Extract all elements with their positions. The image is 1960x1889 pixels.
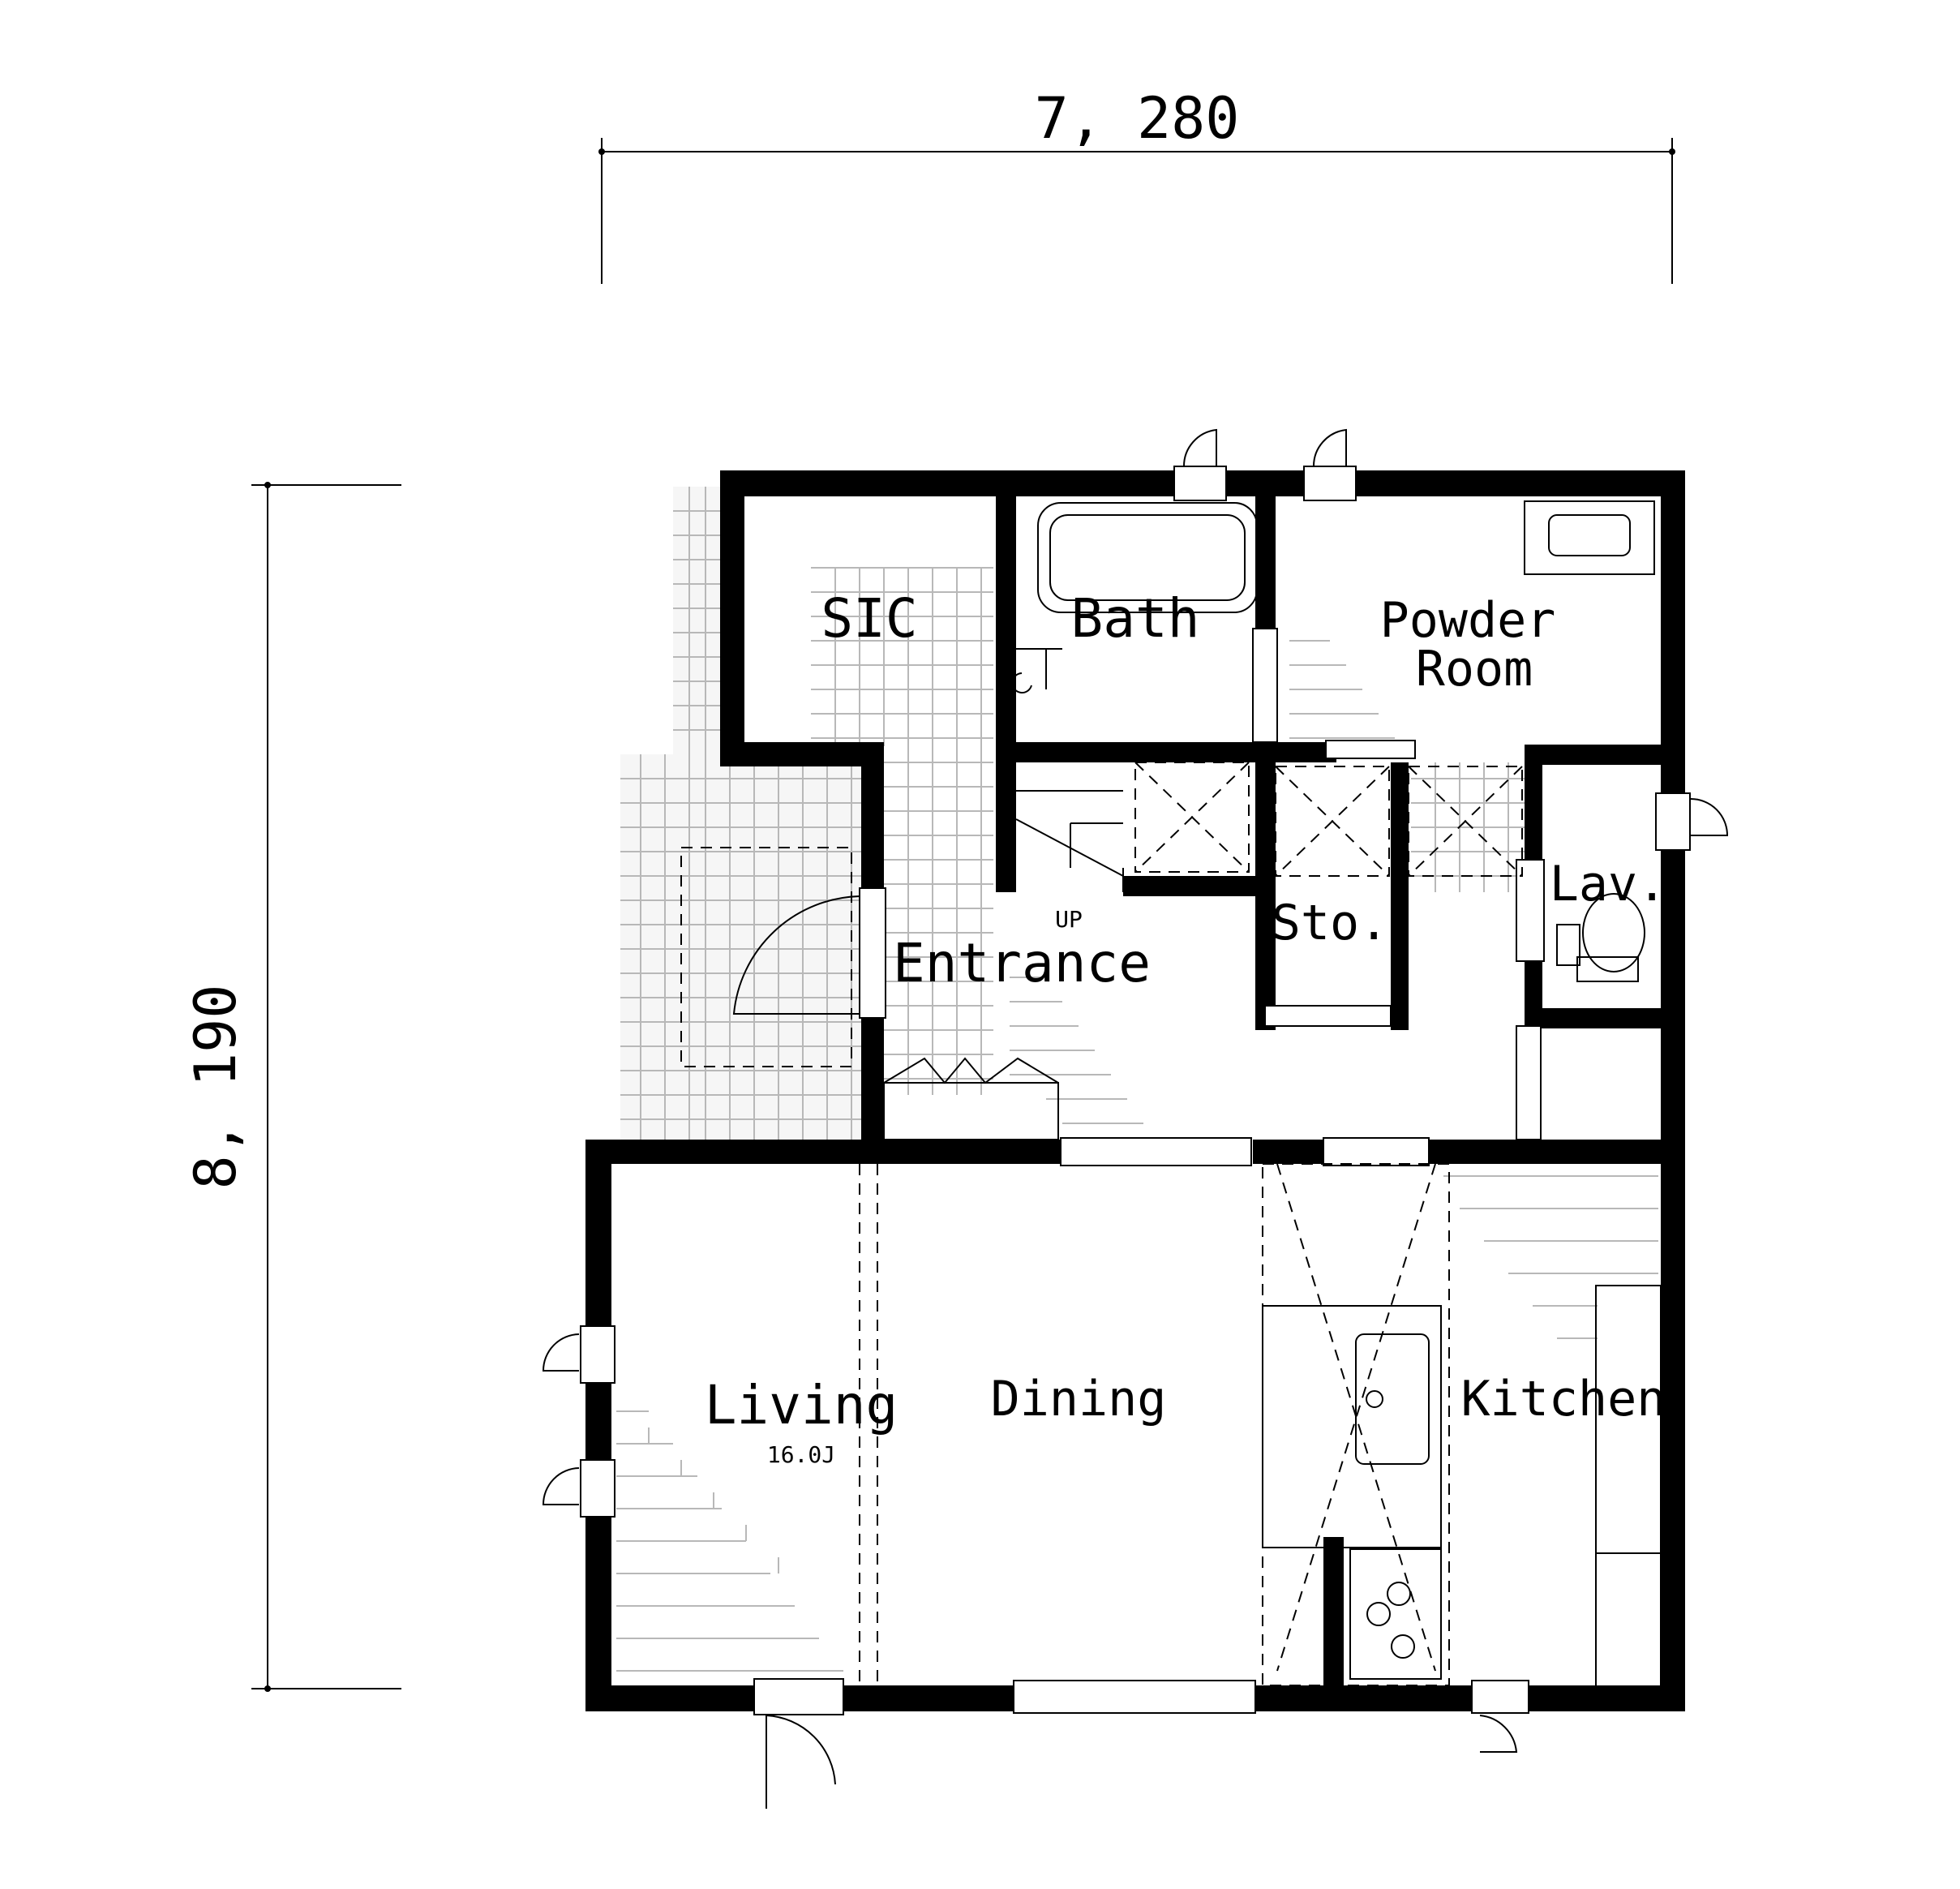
label-lavatory: Lav. [1550, 856, 1667, 912]
label-living: Living [705, 1374, 898, 1436]
porch-paving [620, 487, 868, 1144]
label-bath: Bath [1071, 587, 1200, 650]
label-storage: Sto. [1272, 895, 1389, 951]
room-labels: SIC Bath Powder Room Entrance UP Sto. La… [705, 587, 1666, 1468]
door-swings [542, 428, 1729, 1809]
label-up: UP [1055, 906, 1083, 933]
fixtures [883, 500, 1655, 1140]
openings [580, 466, 1691, 1715]
height-dimension-label: 8, 190 [182, 985, 249, 1190]
height-dimension: 8, 190 [182, 482, 401, 1692]
label-entrance: Entrance [893, 932, 1151, 994]
label-dining: Dining [991, 1371, 1167, 1427]
kitchen-fixtures [859, 1163, 1662, 1688]
width-dimension: 7, 280 [598, 85, 1675, 284]
width-dimension-label: 7, 280 [1035, 85, 1240, 152]
label-sic: SIC [821, 587, 917, 650]
label-living-size: 16.0J [767, 1441, 835, 1468]
label-kitchen: Kitchen [1461, 1371, 1666, 1427]
label-powder: Powder [1380, 592, 1556, 649]
label-room: Room [1416, 641, 1533, 698]
